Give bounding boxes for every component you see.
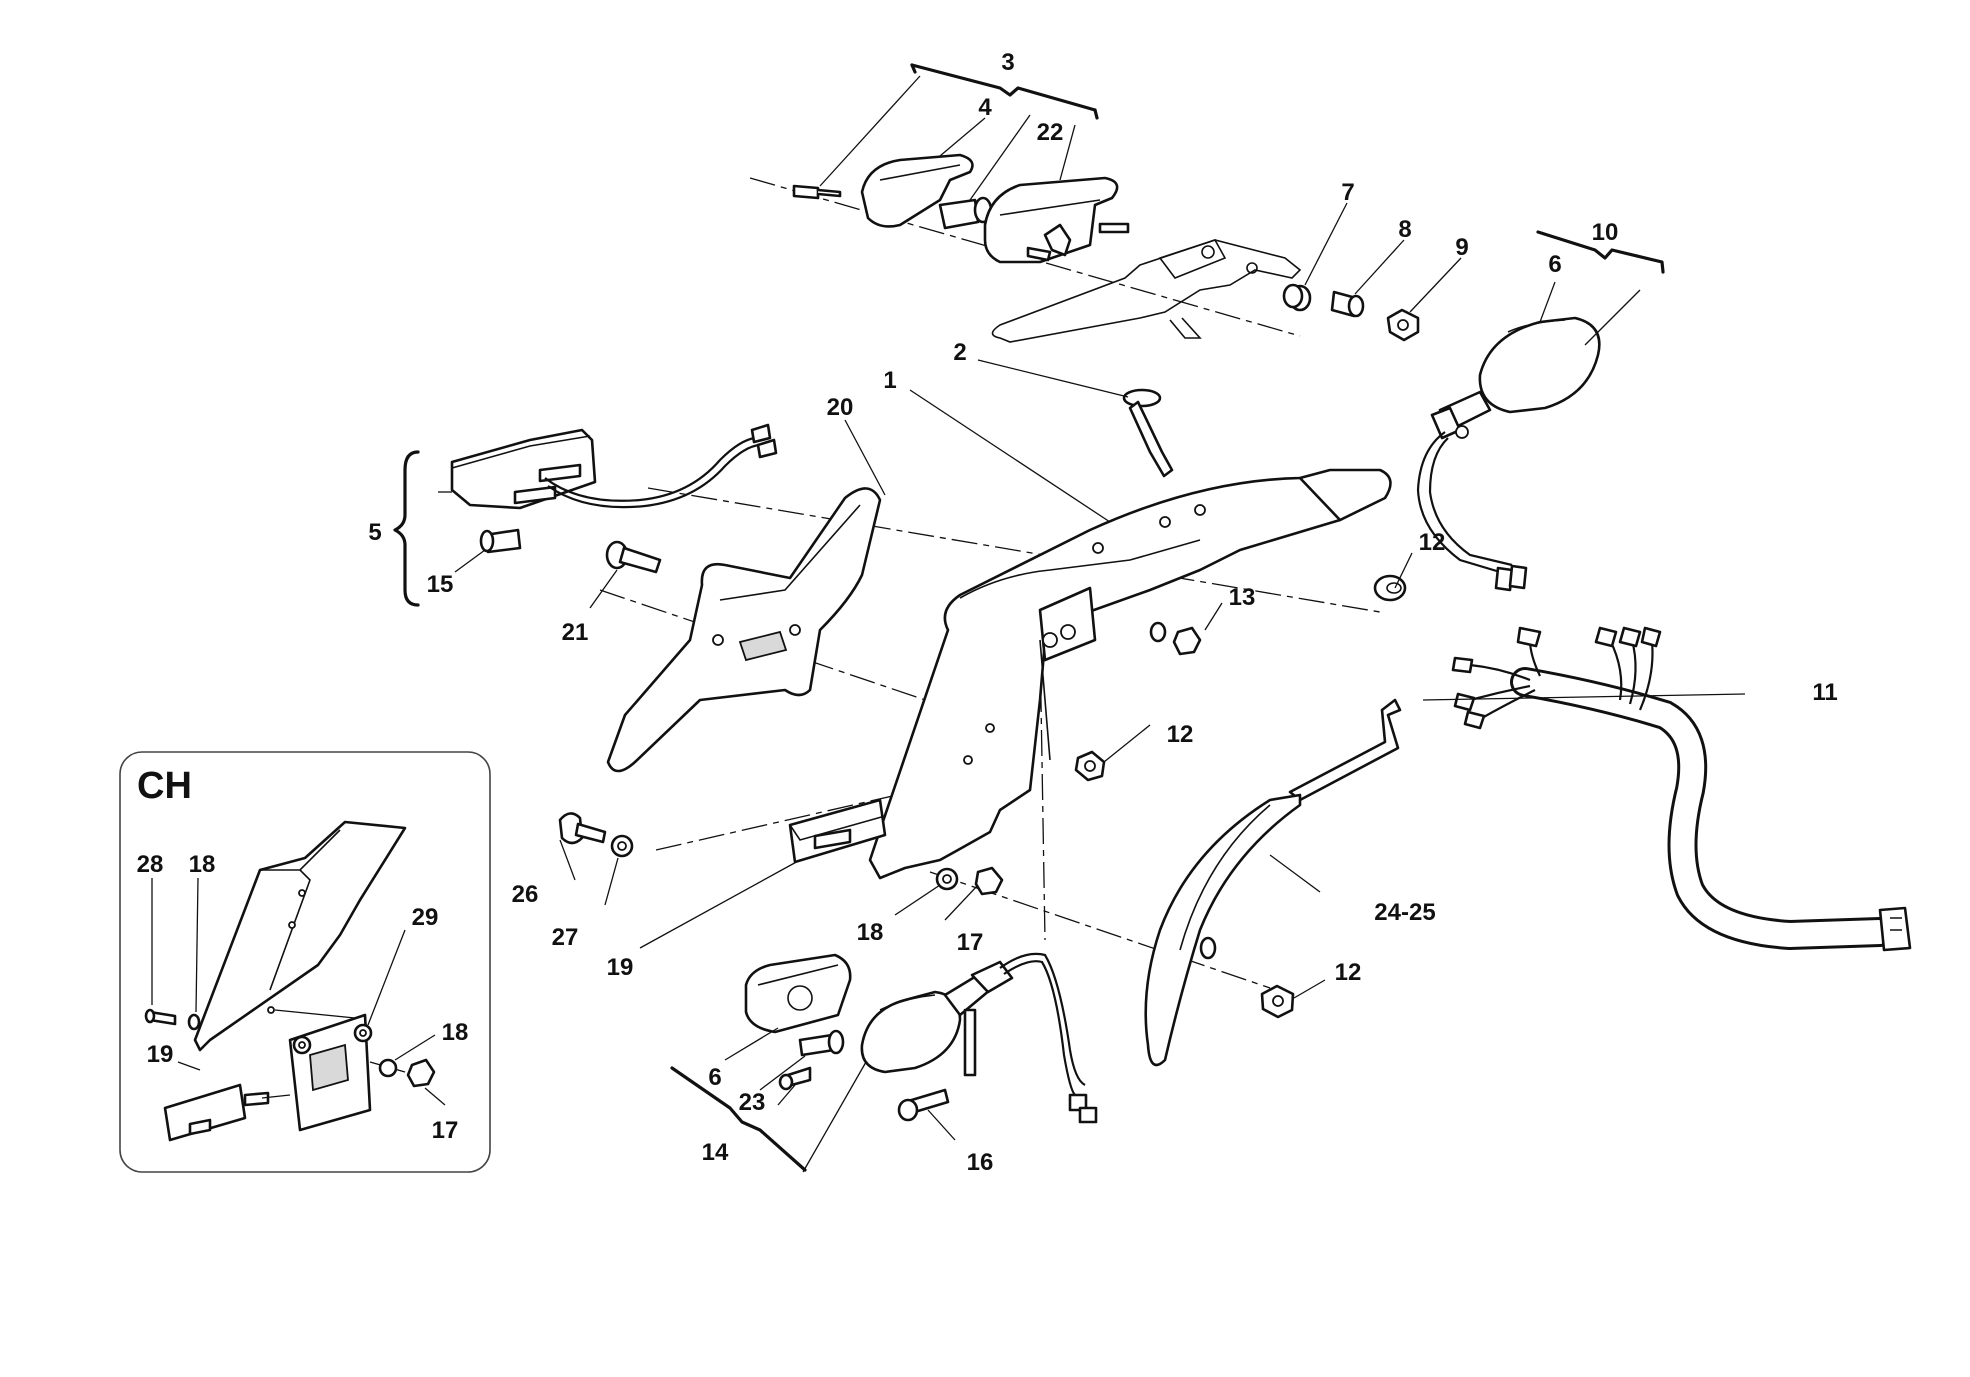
tail-light-assembly [792,153,1130,264]
inset-title: CH [137,765,192,807]
callout-20: 20 [827,394,854,421]
callout-23: 23 [739,1089,766,1116]
ch-inset-panel: CH 28 [119,751,491,1173]
inset-callout-18-top: 18 [189,851,216,878]
left-turn-signal [744,952,1098,1124]
callout-labels: 1 2 3 4 5 6 6 7 8 9 10 11 12 12 12 13 14… [368,49,1837,1176]
callout-4: 4 [978,94,992,121]
callout-9: 9 [1455,234,1468,261]
callout-11: 11 [1812,679,1837,706]
bracket-pin-part [1122,388,1174,478]
callout-15: 15 [427,571,454,598]
inset-callout-19: 19 [147,1041,174,1068]
callout-14: 14 [702,1139,729,1166]
group-braces [393,63,1665,1172]
inset-callout-28: 28 [137,851,164,878]
callout-17: 17 [957,929,984,956]
callout-19: 19 [607,954,634,981]
wiring-harness [1451,626,1912,952]
frame-screw [605,540,662,574]
number-plate-holder [868,468,1392,880]
inset-callout-18-right: 18 [442,1019,469,1046]
callout-16: 16 [967,1149,994,1176]
inset-callout-17: 17 [432,1117,459,1144]
callout-18: 18 [857,919,884,946]
right-turn-signal [1416,316,1601,592]
callout-8: 8 [1398,216,1411,243]
callout-6-left: 6 [708,1064,721,1091]
lower-plate-bracket [558,798,1004,896]
callout-3: 3 [1001,49,1014,76]
callout-22: 22 [1037,119,1064,146]
callout-5: 5 [368,519,381,546]
rear-mudguard [1144,698,1402,1067]
callout-21: 21 [562,619,589,646]
license-plate-light [450,423,778,554]
light-support-bracket [991,239,1302,343]
mudguard-nut [1260,984,1295,1019]
callout-10: 10 [1592,219,1619,246]
spacer-washer-nut-set [1282,283,1420,342]
callout-26: 26 [512,881,539,908]
callout-1: 1 [883,367,896,394]
leader-lines [438,60,1746,1173]
callout-2: 2 [953,339,966,366]
callout-13: 13 [1229,584,1256,611]
callout-27: 27 [552,924,579,951]
callout-12-mid: 12 [1167,721,1194,748]
callout-12-top: 12 [1419,529,1446,556]
callout-6-right: 6 [1548,251,1561,278]
plate-frame [606,487,882,773]
callout-7: 7 [1341,179,1354,206]
callout-24-25: 24-25 [1374,899,1435,926]
inset-callout-29: 29 [412,904,439,931]
callout-12-low: 12 [1335,959,1362,986]
